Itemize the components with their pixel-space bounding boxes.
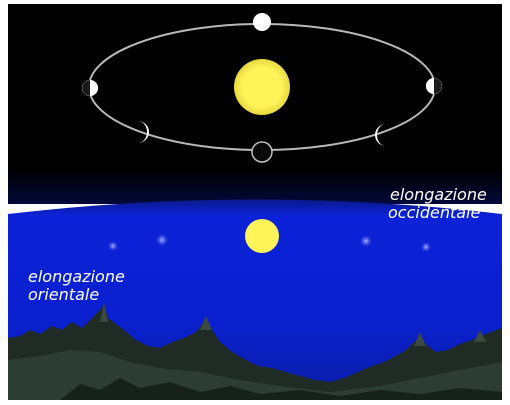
- full-phase-icon: [253, 13, 271, 31]
- eastern-elongation-label-line1: elongazione: [28, 267, 125, 286]
- eastern-elongation-label-line2: orientale: [28, 285, 99, 304]
- sky-sun-icon: [245, 219, 279, 253]
- crescent-phase-icon: [375, 124, 386, 146]
- planet-position-dot: [360, 235, 372, 247]
- new-phase-icon: [251, 141, 273, 163]
- crescent-phase-icon: [138, 121, 149, 143]
- planet-position-dot: [108, 241, 118, 251]
- half-phase-icon: [425, 77, 443, 95]
- western-elongation-label-line1: elongazione: [390, 185, 487, 204]
- half-phase-icon: [81, 79, 99, 97]
- planet-position-dot: [156, 234, 168, 246]
- sun-icon: [234, 59, 290, 115]
- landscape-silhouette: [8, 302, 502, 400]
- planet-position-dot: [421, 242, 431, 252]
- western-elongation-label-line2: occidentale: [388, 203, 480, 222]
